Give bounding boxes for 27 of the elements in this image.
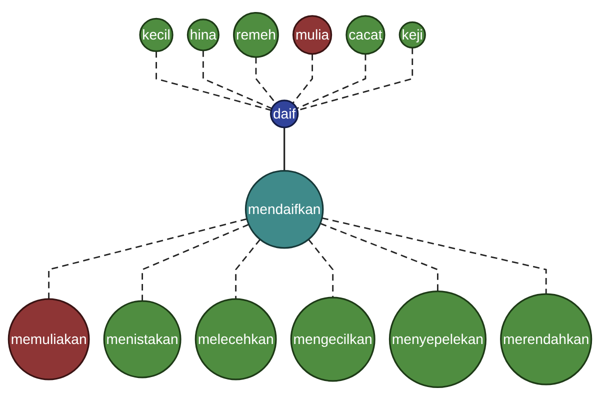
connector-line [255, 57, 276, 104]
connector-line [156, 51, 272, 111]
word-node: menyepelekan [388, 290, 486, 388]
word-node: kecil [139, 18, 174, 52]
connector-line [292, 54, 313, 104]
word-node: keji [398, 21, 426, 48]
word-node: hina [186, 18, 220, 52]
word-node: mengecilkan [290, 296, 376, 382]
connector-line [48, 218, 248, 300]
connector-line [322, 217, 547, 294]
connector-line [202, 50, 272, 110]
connector-line [308, 238, 334, 298]
connector-line [297, 48, 414, 111]
connector-line [284, 127, 286, 171]
word-node: daif [270, 100, 299, 128]
word-node: cacat [346, 15, 386, 55]
connector-line [296, 54, 366, 110]
connector-line [142, 224, 250, 302]
word-node: melecehkan [194, 298, 277, 380]
word-node: mendaifkan [244, 170, 324, 249]
word-node: mulia [292, 15, 332, 55]
connector-line [320, 222, 438, 292]
word-node: menistakan [103, 300, 182, 378]
word-node: remeh [233, 12, 279, 58]
word-node: merendahkan [500, 293, 592, 386]
connector-line [235, 238, 261, 300]
word-node: memuliakan [8, 298, 90, 380]
